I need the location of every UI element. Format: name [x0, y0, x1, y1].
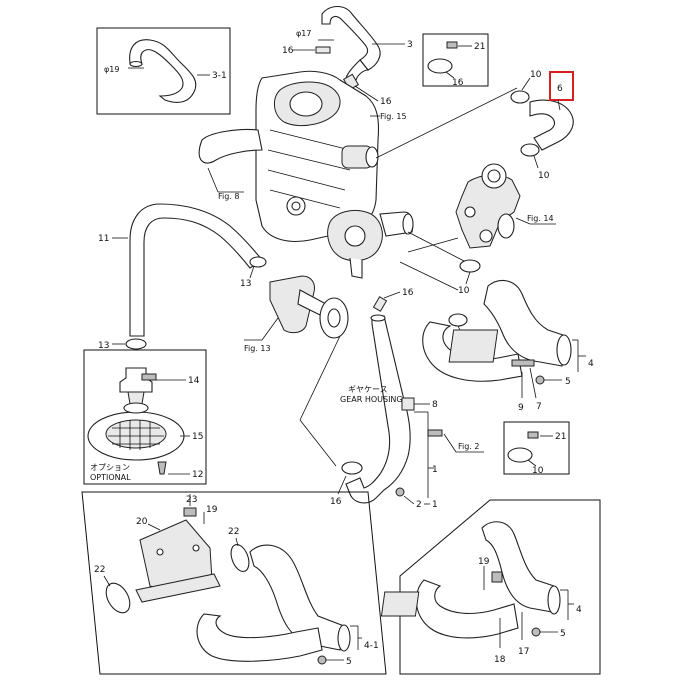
clamp-16-d	[341, 461, 363, 475]
hose-11	[129, 203, 263, 337]
label-21-a: 21	[474, 42, 485, 52]
label-16-top: 16	[282, 46, 294, 56]
clamp-10-low	[448, 313, 468, 327]
hose-clamp-16	[427, 58, 453, 74]
nipple-16-c	[372, 296, 388, 312]
label-9: 9	[518, 403, 524, 413]
label-10-a: 10	[530, 70, 542, 80]
pipe-assembly-4-1	[249, 544, 345, 651]
nipple-16-top	[315, 46, 331, 54]
label-13-a: 13	[240, 279, 251, 289]
pipe-assembly-4-b	[481, 521, 555, 613]
label-fig-8: Fig. 8	[218, 192, 240, 201]
label-22-a: 22	[94, 565, 105, 575]
label-1: 1	[432, 465, 438, 475]
label-5-b: 5	[346, 657, 352, 667]
label-5-c: 5	[560, 629, 566, 639]
label-phi19: φ19	[104, 65, 119, 74]
inset-box-optional	[83, 349, 207, 485]
inset-box-clamp-top	[422, 33, 489, 87]
engine-filler-cap	[289, 91, 323, 117]
bolt-fig-2	[427, 429, 443, 437]
label-11: 11	[98, 234, 109, 244]
pipe-assembly-4	[483, 279, 567, 367]
label-3: 3	[407, 40, 413, 50]
bolt-5-c	[531, 627, 541, 637]
label-gear-housing-jp: ギヤケース	[348, 385, 388, 394]
label-14: 14	[188, 376, 200, 386]
label-fig-13: Fig. 13	[244, 344, 271, 353]
clamp-10-mid	[459, 259, 481, 273]
clamp-10-lower	[520, 143, 540, 157]
inset-box-bottom-right	[399, 499, 601, 675]
label-fig-2: Fig. 2	[458, 442, 480, 451]
clamp-10-upper	[510, 90, 530, 104]
label-21-b: 21	[555, 432, 566, 442]
label-4-b: 4	[576, 605, 582, 615]
bolt-5	[535, 375, 545, 385]
inset-box-bottom-left	[81, 491, 387, 675]
pipe-3-1-end	[129, 60, 143, 68]
pipe-3-1	[129, 39, 197, 103]
bolt-5-b	[317, 655, 327, 665]
label-10-c: 10	[458, 286, 470, 296]
label-3-1: 3-1	[212, 71, 227, 81]
bracket-8	[401, 397, 415, 411]
label-16-a: 16	[380, 97, 392, 107]
label-19-a: 19	[206, 505, 218, 515]
label-5: 5	[565, 377, 571, 387]
label-10-e: 10	[532, 466, 544, 476]
strainer-fig-13	[269, 275, 315, 334]
label-4: 4	[588, 359, 594, 369]
label-15: 15	[192, 432, 203, 442]
clamp-22-left	[105, 582, 131, 614]
pipe-fig-8	[198, 128, 263, 164]
label-optional-en: OPTIONAL	[90, 473, 131, 482]
label-12: 12	[192, 470, 203, 480]
label-6: 6	[557, 84, 563, 94]
clamp-screw-21	[446, 41, 458, 49]
label-18: 18	[494, 655, 506, 665]
label-8: 8	[432, 400, 438, 410]
label-13-b: 13	[98, 341, 109, 351]
label-fig-14: Fig. 14	[527, 214, 554, 223]
nut-23	[183, 507, 197, 517]
label-4-1: 4-1	[364, 641, 379, 651]
bracket-9	[448, 329, 499, 363]
label-7: 7	[536, 402, 542, 412]
label-fig-15: Fig. 15	[380, 112, 407, 121]
bracket-19-b	[380, 591, 420, 617]
label-optional-jp: オプション	[90, 463, 130, 472]
pipe-6	[529, 99, 574, 151]
inset-box-pipe-3-1	[96, 27, 231, 115]
pipe-3	[321, 5, 381, 71]
label-22-b: 22	[228, 527, 239, 537]
hose-clamp-10	[507, 447, 533, 463]
label-gear-housing-en: GEAR HOUSING	[340, 395, 403, 404]
label-10-b: 10	[538, 171, 550, 181]
clamp-13-lower	[125, 338, 147, 350]
highlight-part-6	[549, 71, 574, 101]
label-20: 20	[136, 517, 148, 527]
label-16-d: 16	[330, 497, 342, 507]
clamp-22-right	[230, 544, 250, 572]
pipe-1	[345, 315, 411, 504]
label-phi17: φ17	[296, 29, 311, 38]
label-16-b: 16	[452, 78, 464, 88]
thermostat-housing-fig-14	[455, 174, 521, 249]
label-17: 17	[518, 647, 529, 657]
label-16-c: 16	[402, 288, 414, 298]
label-19-b: 19	[478, 557, 490, 567]
band-7	[511, 359, 535, 367]
inset-box-clamp-mid	[503, 421, 570, 475]
label-23: 23	[186, 495, 197, 505]
clamp-screw-21-b	[527, 431, 539, 439]
clamp-13-upper	[249, 256, 267, 268]
bolt-2	[395, 487, 405, 497]
label-2: 2	[416, 500, 422, 510]
label-1-b: 1	[432, 500, 438, 510]
bolt-12	[157, 461, 167, 475]
